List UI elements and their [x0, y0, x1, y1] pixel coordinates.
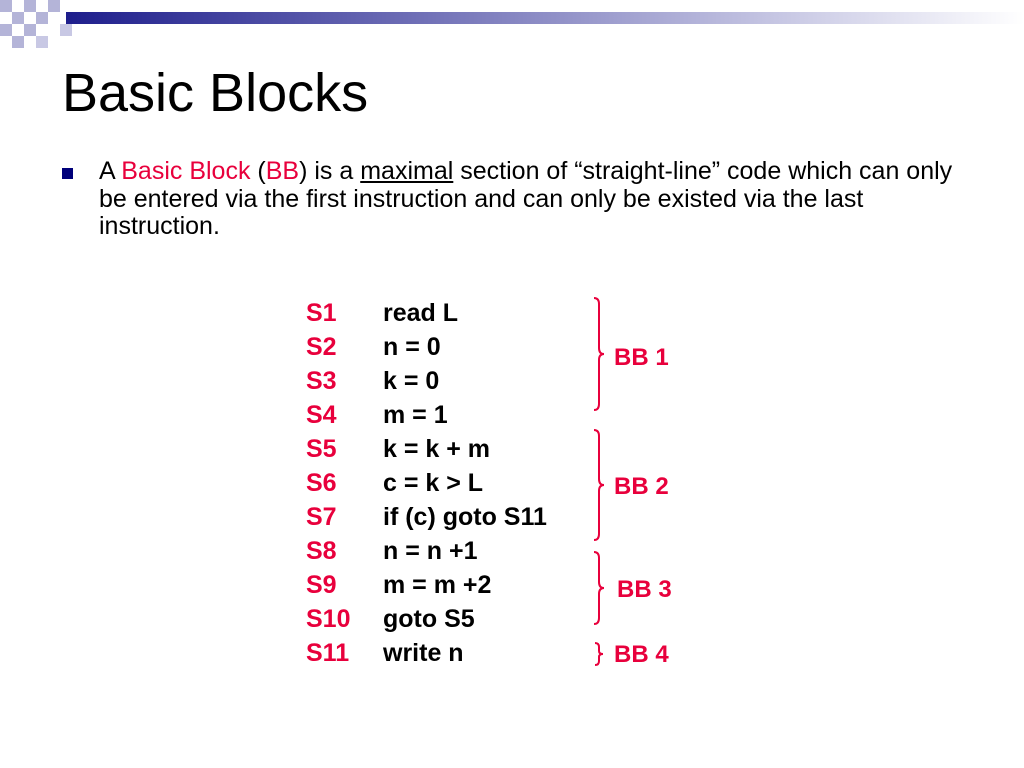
- block-label: BB 2: [614, 473, 669, 500]
- statement-text: m = m +2: [383, 571, 492, 599]
- statement-label: S3: [306, 367, 337, 395]
- statement-label: S8: [306, 537, 337, 565]
- statement-text: n = n +1: [383, 537, 478, 565]
- bullet-text: A Basic Block (BB) is a maximal section …: [99, 157, 979, 241]
- text-fragment: (: [250, 157, 266, 185]
- brace-icon: [594, 642, 604, 666]
- deco-square: [36, 36, 48, 48]
- header-bar: [66, 12, 1024, 24]
- block-label: BB 1: [614, 344, 669, 371]
- deco-square: [0, 24, 12, 36]
- deco-square: [12, 36, 24, 48]
- statement-text: n = 0: [383, 333, 441, 361]
- deco-square: [24, 0, 36, 12]
- statement-text: goto S5: [383, 605, 475, 633]
- brace-icon: [593, 429, 605, 541]
- block-label: BB 4: [614, 641, 669, 668]
- deco-square: [12, 12, 24, 24]
- term-highlight: Basic Block: [121, 157, 251, 185]
- statement-label: S7: [306, 503, 337, 531]
- statement-text: if (c) goto S11: [383, 503, 547, 531]
- block-label: BB 3: [617, 576, 672, 603]
- deco-square: [48, 0, 60, 12]
- underlined-word: maximal: [360, 157, 454, 185]
- statement-label: S1: [306, 299, 337, 327]
- brace-icon: [593, 551, 605, 625]
- deco-square: [36, 12, 48, 24]
- statement-label: S11: [306, 639, 350, 667]
- statement-text: c = k > L: [383, 469, 484, 497]
- statement-label: S4: [306, 401, 337, 429]
- statement-text: k = 0: [383, 367, 440, 395]
- brace-icon: [593, 297, 605, 411]
- statement-label: S6: [306, 469, 337, 497]
- text-fragment: section of “straight-line” code which ca…: [99, 157, 953, 240]
- text-fragment: ) is a: [299, 157, 361, 185]
- statement-label: S5: [306, 435, 337, 463]
- statement-label: S9: [306, 571, 337, 599]
- statement-label: S2: [306, 333, 337, 361]
- deco-square: [0, 0, 12, 12]
- square-bullet-icon: [62, 168, 73, 179]
- statement-text: write n: [383, 639, 464, 667]
- deco-square: [24, 24, 36, 36]
- statement-label: S10: [306, 605, 351, 633]
- statement-text: read L: [383, 299, 459, 327]
- statement-text: m = 1: [383, 401, 448, 429]
- deco-square: [60, 24, 72, 36]
- text-fragment: A: [99, 157, 122, 185]
- deco-square: [48, 24, 60, 36]
- slide-title: Basic Blocks: [62, 63, 369, 123]
- statement-text: k = k + m: [383, 435, 491, 463]
- abbr-highlight: BB: [265, 157, 300, 185]
